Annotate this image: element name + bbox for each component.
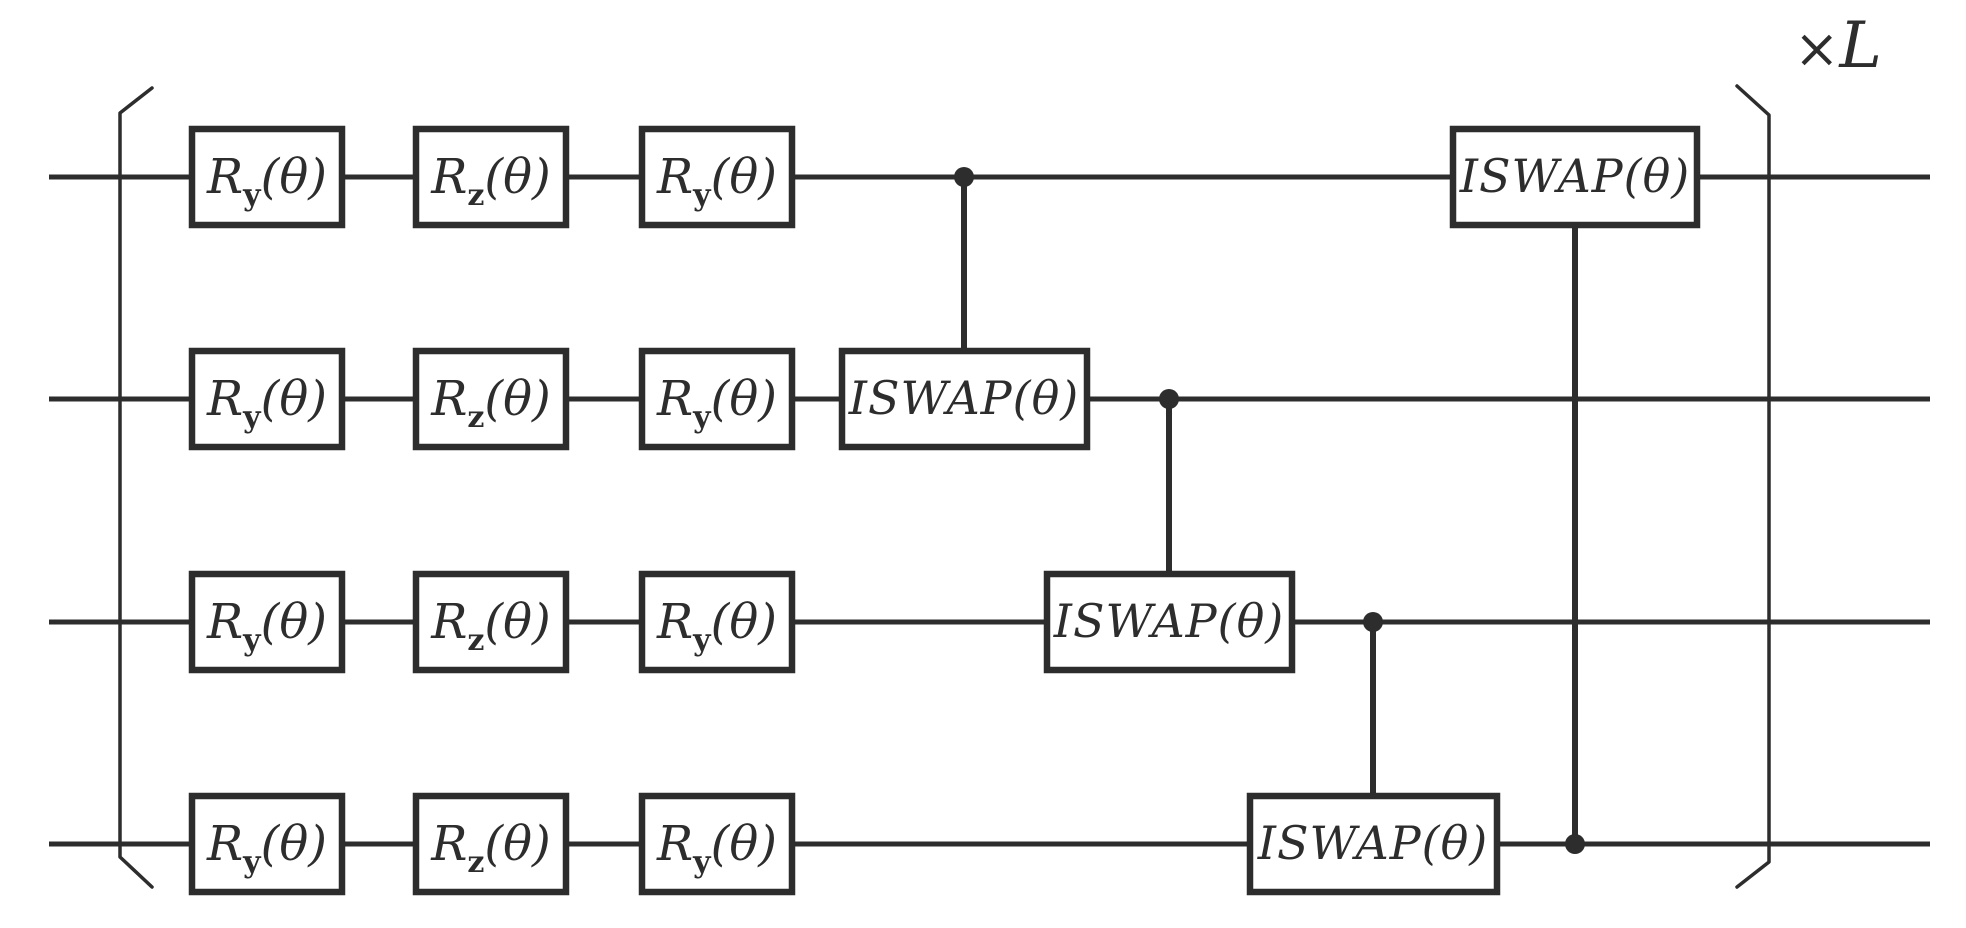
rotation-gate-ry-q4-col3: Ry(θ) [638, 792, 796, 896]
gate-label: Rz(θ) [430, 149, 551, 213]
rotation-gate-rz-q4-col2: Rz(θ) [412, 792, 570, 896]
gate-label: Ry(θ) [656, 371, 777, 435]
rotation-gate-rz-q2-col2: Rz(θ) [412, 347, 570, 451]
rotation-gate-ry-q3-col3: Ry(θ) [638, 570, 796, 674]
gate-label: Rz(θ) [430, 371, 551, 435]
rotation-gate-ry-q2-col3: Ry(θ) [638, 347, 796, 451]
iswap-gate-4-q1: ISWAP(θ) [1449, 125, 1701, 229]
control-dot-2 [1159, 389, 1179, 409]
times-symbol: × [1794, 17, 1839, 80]
gate-label: Ry(θ) [656, 149, 777, 213]
left-parenthesis-bracket [118, 86, 154, 889]
control-dot-3 [1363, 612, 1383, 632]
gate-label: ISWAP(θ) [1459, 149, 1690, 203]
gate-label: Ry(θ) [656, 594, 777, 658]
iswap-gate-2-q3: ISWAP(θ) [1043, 570, 1296, 674]
rotation-gate-ry-q4-col1: Ry(θ) [188, 792, 346, 896]
rotation-gate-ry-q1-col1: Ry(θ) [188, 125, 346, 229]
repeat-variable: L [1838, 9, 1882, 83]
repeat-count-label: ×L [1794, 9, 1882, 83]
rotation-gate-rz-q1-col2: Rz(θ) [412, 125, 570, 229]
rotation-gate-ry-q3-col1: Ry(θ) [188, 570, 346, 674]
gate-label: Ry(θ) [206, 371, 327, 435]
gate-label: Ry(θ) [656, 816, 777, 880]
control-dot-1 [954, 167, 974, 187]
gate-label: Ry(θ) [206, 816, 327, 880]
iswap-gate-3-q4: ISWAP(θ) [1246, 792, 1501, 896]
gate-label: ISWAP(θ) [1257, 816, 1488, 870]
gate-label: Ry(θ) [206, 149, 327, 213]
gate-label: Rz(θ) [430, 816, 551, 880]
control-dot-4 [1565, 834, 1585, 854]
gate-label: ISWAP(θ) [1053, 594, 1284, 648]
gate-label: Ry(θ) [206, 594, 327, 658]
gate-label: Rz(θ) [430, 594, 551, 658]
rotation-gate-ry-q1-col3: Ry(θ) [638, 125, 796, 229]
rotation-gate-rz-q3-col2: Rz(θ) [412, 570, 570, 674]
iswap-gate-1-q2: ISWAP(θ) [838, 347, 1091, 451]
gate-label: ISWAP(θ) [848, 371, 1079, 425]
rotation-gate-ry-q2-col1: Ry(θ) [188, 347, 346, 451]
right-parenthesis-bracket [1735, 84, 1771, 889]
